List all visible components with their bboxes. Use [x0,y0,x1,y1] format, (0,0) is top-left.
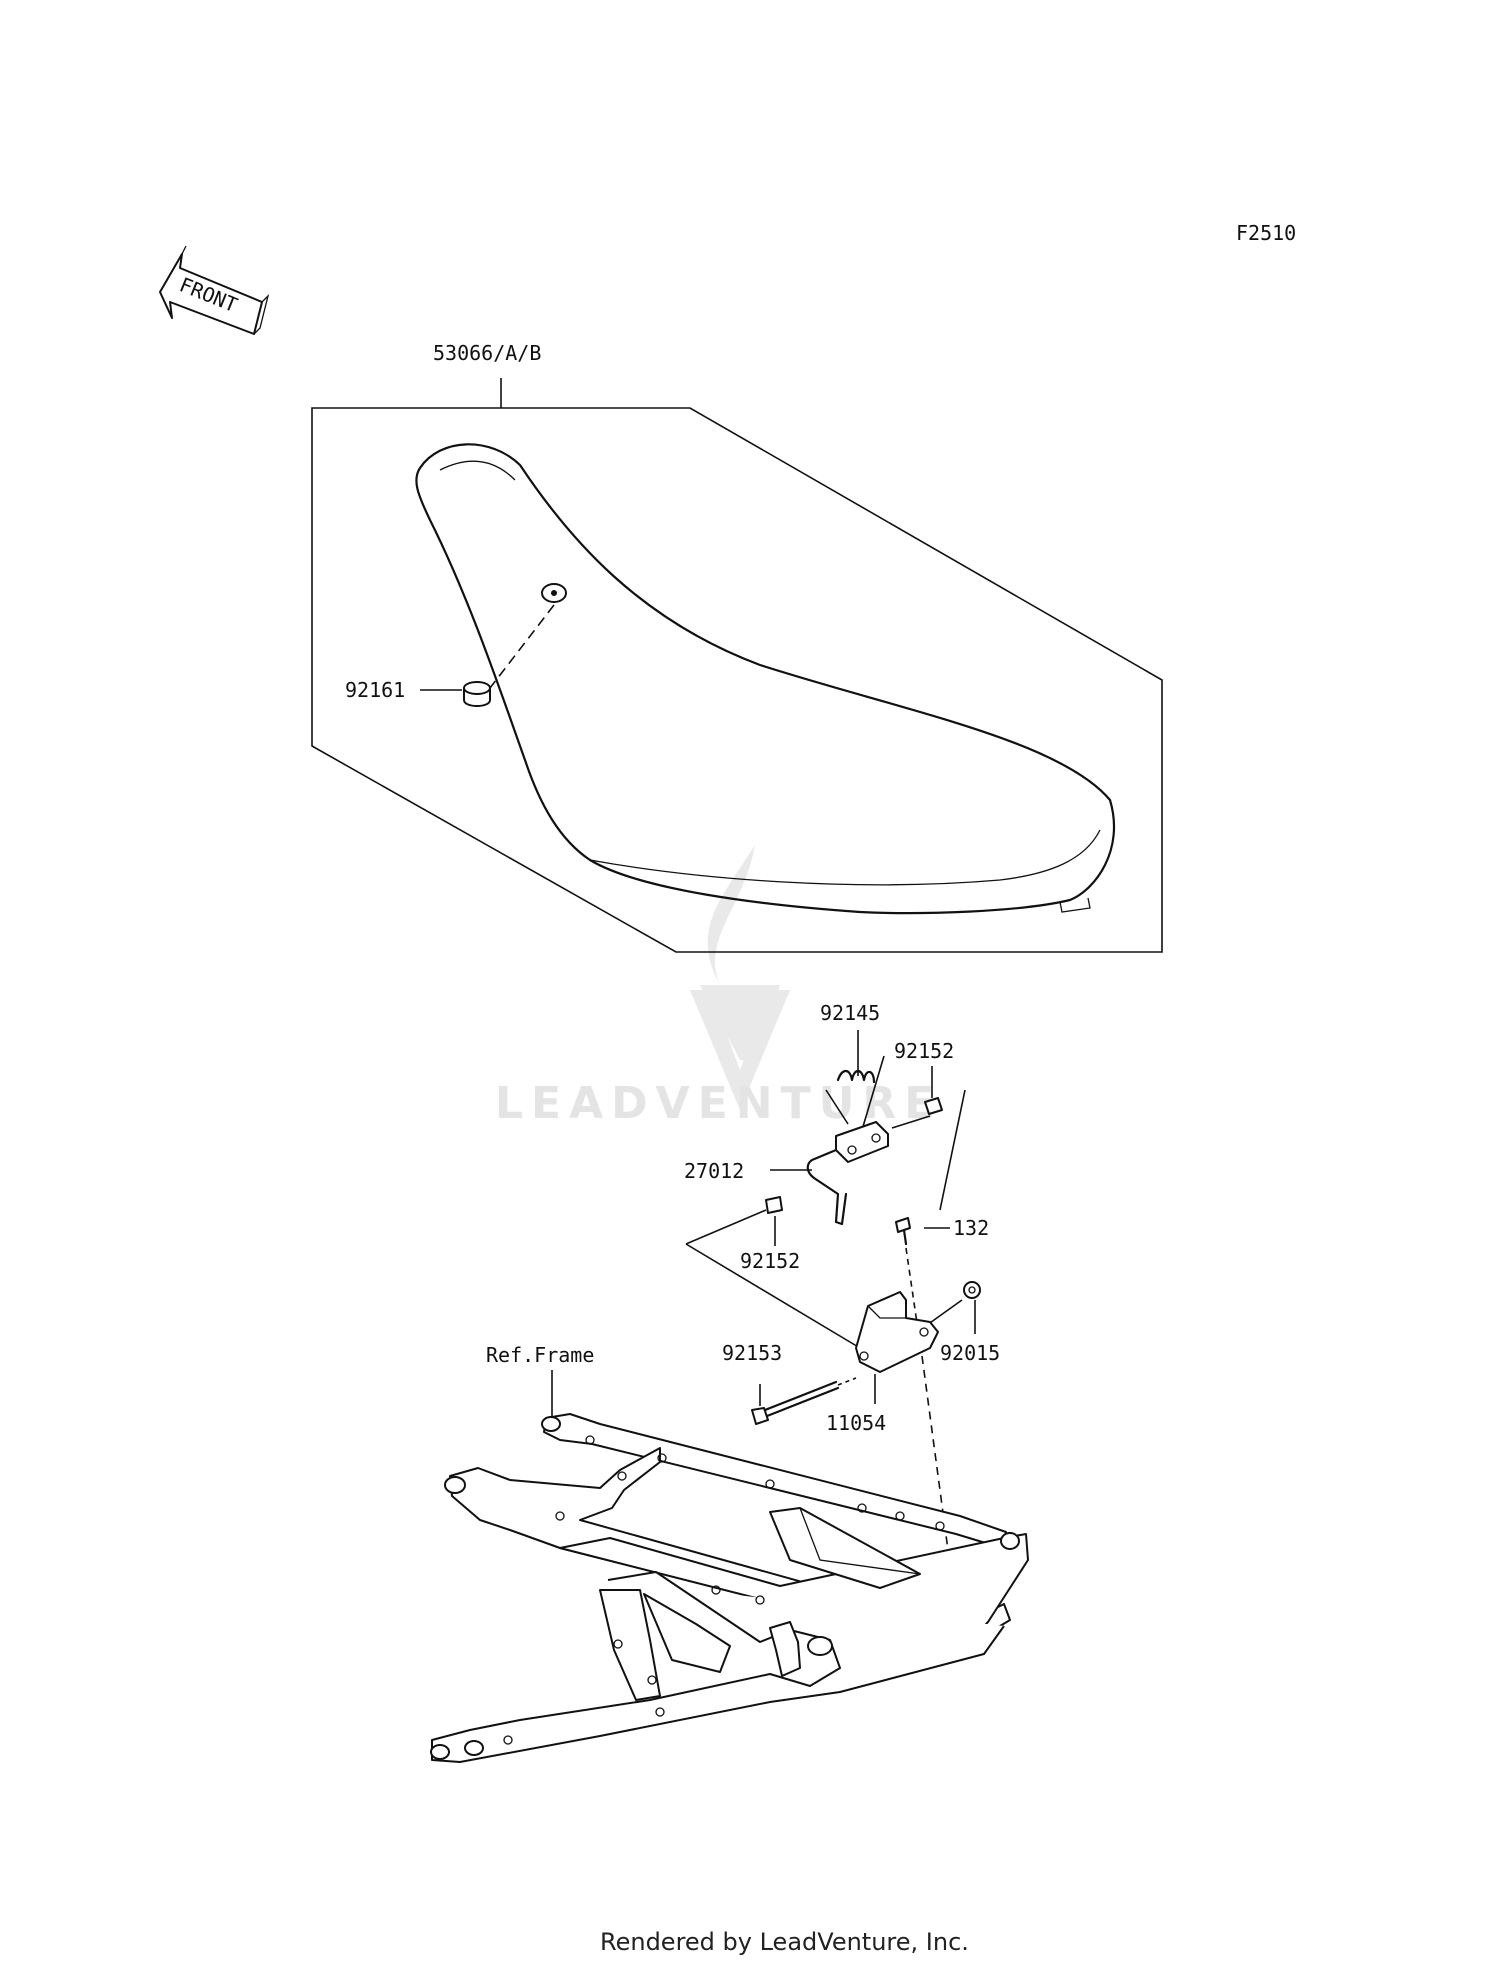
seat-group-box [311,378,1163,953]
label-collar-lower: 92152 [740,1249,800,1273]
watermark-text: LEADVENTURE [495,1078,942,1129]
label-seat: 53066/A/B [433,341,541,365]
label-spring: 92145 [820,1001,880,1025]
diagram-code: F2510 [1236,221,1296,245]
watermark-logo: LEADVENTURE [495,845,942,1129]
label-hook: 27012 [684,1159,744,1183]
label-collar-upper: 92152 [894,1039,954,1063]
label-bolt-small: 132 [953,1216,989,1240]
label-bolt-long: 92153 [722,1341,782,1365]
bolt-132 [895,1217,950,1331]
collar-upper-92152 [891,1089,966,1211]
cap-92161 [420,604,555,707]
label-cap: 92161 [345,678,405,702]
bolt-92153 [751,1377,857,1425]
seat [415,443,1116,915]
hook-27012 [806,1121,889,1226]
label-nut: 92015 [940,1341,1000,1365]
spring-92145 [825,1055,885,1131]
collar-lower-92152 [685,1196,861,1349]
label-bracket: 11054 [826,1411,886,1435]
footer-credit: Rendered by LeadVenture, Inc. [600,1928,969,1956]
frame [430,1413,1029,1763]
mount-guide-line [921,1355,953,1581]
label-frame: Ref.Frame [486,1343,594,1367]
front-arrow-icon: FRONT [159,245,270,335]
bracket-11054 [855,1291,939,1404]
